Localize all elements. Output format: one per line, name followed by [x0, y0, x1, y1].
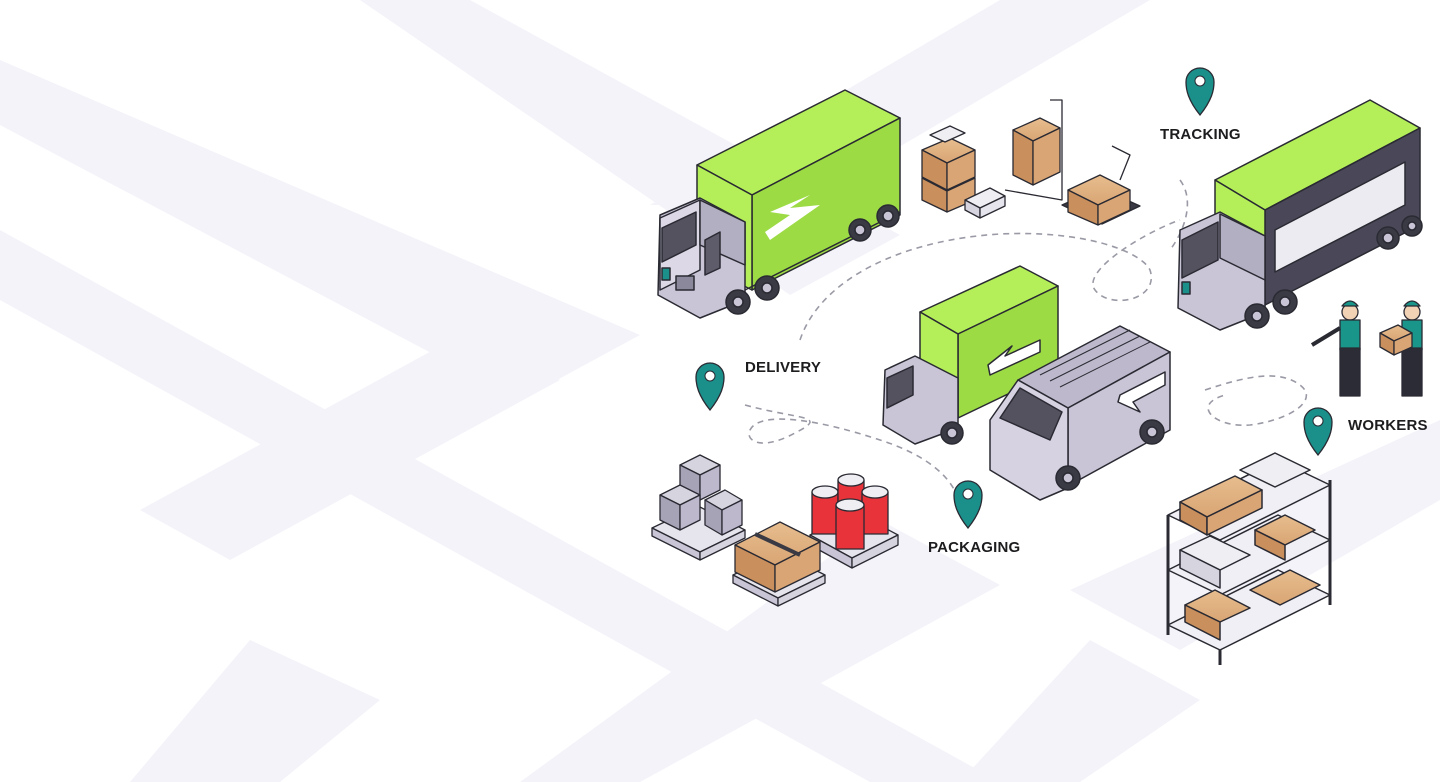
map-pin-icon [953, 480, 983, 530]
map-pin-icon [1185, 67, 1215, 117]
delivery-label: DELIVERY [745, 359, 822, 376]
green-truck [657, 89, 901, 319]
route-paths [744, 179, 1307, 506]
tracking-label: TRACKING [1160, 126, 1241, 143]
workers [1310, 300, 1423, 397]
grey-crates-pallet [651, 454, 746, 561]
brown-boxes-pallet [732, 521, 826, 607]
green-small-truck [882, 265, 1059, 445]
cardboard-boxes-stack [921, 99, 1141, 226]
delivery-van [989, 325, 1171, 501]
green-open-truck [1177, 99, 1423, 331]
workers-label: WORKERS [1348, 417, 1428, 434]
map-pin-icon [1303, 407, 1333, 457]
warehouse-shelf [1166, 452, 1332, 665]
map-pin-icon [695, 362, 725, 412]
packaging-label: PACKAGING [928, 539, 1021, 556]
